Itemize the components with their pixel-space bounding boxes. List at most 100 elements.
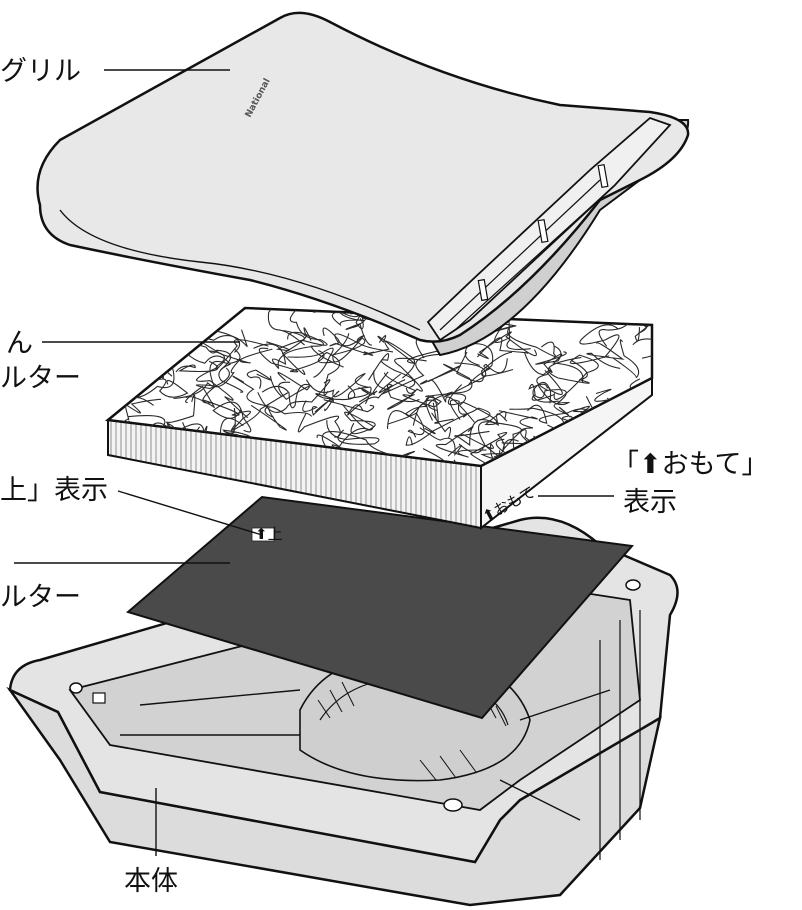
- fiber-strand: [507, 325, 557, 357]
- fiber-strand: [253, 343, 313, 369]
- fiber-strand: [145, 308, 198, 323]
- fiber-strand: [185, 348, 241, 364]
- fiber-strand: [315, 385, 356, 412]
- callout-lines: [14, 69, 614, 856]
- fiber-strand: [586, 276, 631, 306]
- fiber-strand: [632, 338, 652, 353]
- fiber-strand: [383, 372, 417, 410]
- fiber-strand: [537, 384, 571, 418]
- fiber-strand: [579, 324, 620, 359]
- dust-filter: ⬆おもて: [104, 276, 654, 531]
- fiber-strand: [202, 399, 251, 431]
- fiber-strand: [108, 354, 135, 377]
- fiber-strand: [377, 335, 447, 364]
- fiber-strand: [642, 396, 652, 439]
- label-carbon: ルター: [0, 582, 81, 613]
- fiber-strand: [359, 371, 389, 403]
- fiber-strand: [131, 308, 156, 326]
- fiber-strand: [578, 445, 612, 466]
- fiber-strand: [302, 390, 340, 416]
- label-up-mark: 上」表示: [0, 475, 108, 506]
- label-fleece-line2: ルター: [0, 363, 81, 394]
- label-front-mark-line2: 表示: [623, 487, 677, 518]
- fiber-strand: [363, 340, 416, 379]
- fiber-strand: [531, 389, 567, 405]
- fiber-strand: [287, 347, 334, 378]
- fiber-strand: [329, 333, 374, 356]
- fiber-strand: [212, 401, 252, 433]
- label-front-mark-line1: 「⬆おもて」: [612, 449, 769, 480]
- fiber-strand: [394, 357, 427, 394]
- fiber-strand: [331, 308, 365, 322]
- fiber-strand: [532, 370, 563, 403]
- fiber-strand: [346, 379, 406, 416]
- fiber-strand: [629, 367, 652, 392]
- fiber-strand: [261, 383, 313, 409]
- fiber-strand: [289, 308, 328, 346]
- fiber-strand: [428, 362, 487, 412]
- fiber-strand: [331, 308, 365, 327]
- up-mark-tag-glyph: ⬆上: [255, 525, 283, 543]
- fiber-strand: [326, 420, 380, 445]
- fiber-strand: [405, 414, 468, 446]
- fiber-strand: [435, 426, 487, 458]
- fiber-strand: [547, 356, 590, 384]
- label-body: 本体: [124, 866, 178, 897]
- fiber-strand: [387, 412, 425, 438]
- fiber-strand: [469, 431, 508, 464]
- fiber-strand: [134, 308, 219, 331]
- fiber-strand: [595, 284, 621, 306]
- body-latch: [92, 692, 106, 704]
- fiber-strand: [477, 331, 537, 360]
- fiber-strand: [209, 360, 244, 393]
- fiber-strand: [476, 337, 529, 358]
- fiber-strand: [449, 399, 491, 422]
- fiber-strand: [431, 402, 452, 439]
- fiber-strand: [331, 333, 366, 363]
- fiber-strand: [185, 385, 215, 409]
- up-mark-tag: [251, 527, 275, 542]
- fiber-strand: [424, 395, 454, 424]
- fiber-strand: [210, 339, 269, 370]
- fiber-strand: [535, 345, 567, 365]
- callout-line-up-mark: [117, 490, 263, 536]
- fiber-strand: [617, 423, 645, 438]
- fiber-strand: [427, 365, 475, 423]
- fiber-strand: [152, 378, 189, 398]
- fiber-strand: [498, 410, 538, 446]
- screw-boss-front: [443, 798, 463, 812]
- fiber-strand: [196, 367, 249, 419]
- fiber-strand: [642, 308, 652, 314]
- fiber-strand: [258, 347, 325, 373]
- front-grille: National: [36, 11, 690, 357]
- dust-filter-fiber-mesh: [108, 276, 652, 466]
- fiber-strand: [454, 413, 508, 447]
- fiber-strand: [297, 413, 341, 438]
- fiber-strand: [238, 308, 305, 346]
- fiber-strand: [190, 308, 226, 324]
- fiber-strand: [277, 372, 310, 401]
- fiber-strand: [113, 308, 175, 342]
- label-grille: グリル: [0, 56, 81, 87]
- fiber-strand: [173, 358, 241, 400]
- fiber-strand: [378, 373, 420, 403]
- fiber-strand: [287, 331, 344, 368]
- fiber-strand: [257, 379, 331, 413]
- fiber-strand: [553, 354, 610, 400]
- fiber-strand: [316, 422, 371, 448]
- fiber-strand: [527, 404, 599, 425]
- fiber-strand: [523, 352, 551, 391]
- fiber-strand: [232, 375, 274, 418]
- fiber-strand: [232, 375, 289, 431]
- fiber-strand: [586, 342, 625, 369]
- fiber-strand: [543, 353, 584, 383]
- fiber-strand: [341, 403, 376, 431]
- fiber-strand: [373, 353, 444, 395]
- fiber-strand: [108, 308, 142, 319]
- screw-boss-back: [625, 579, 641, 591]
- fiber-strand: [124, 396, 162, 414]
- deodorizing-filter: ⬆上: [125, 495, 634, 720]
- screw-boss-left: [69, 682, 83, 694]
- deodorizing-filter-sheet: [125, 495, 634, 720]
